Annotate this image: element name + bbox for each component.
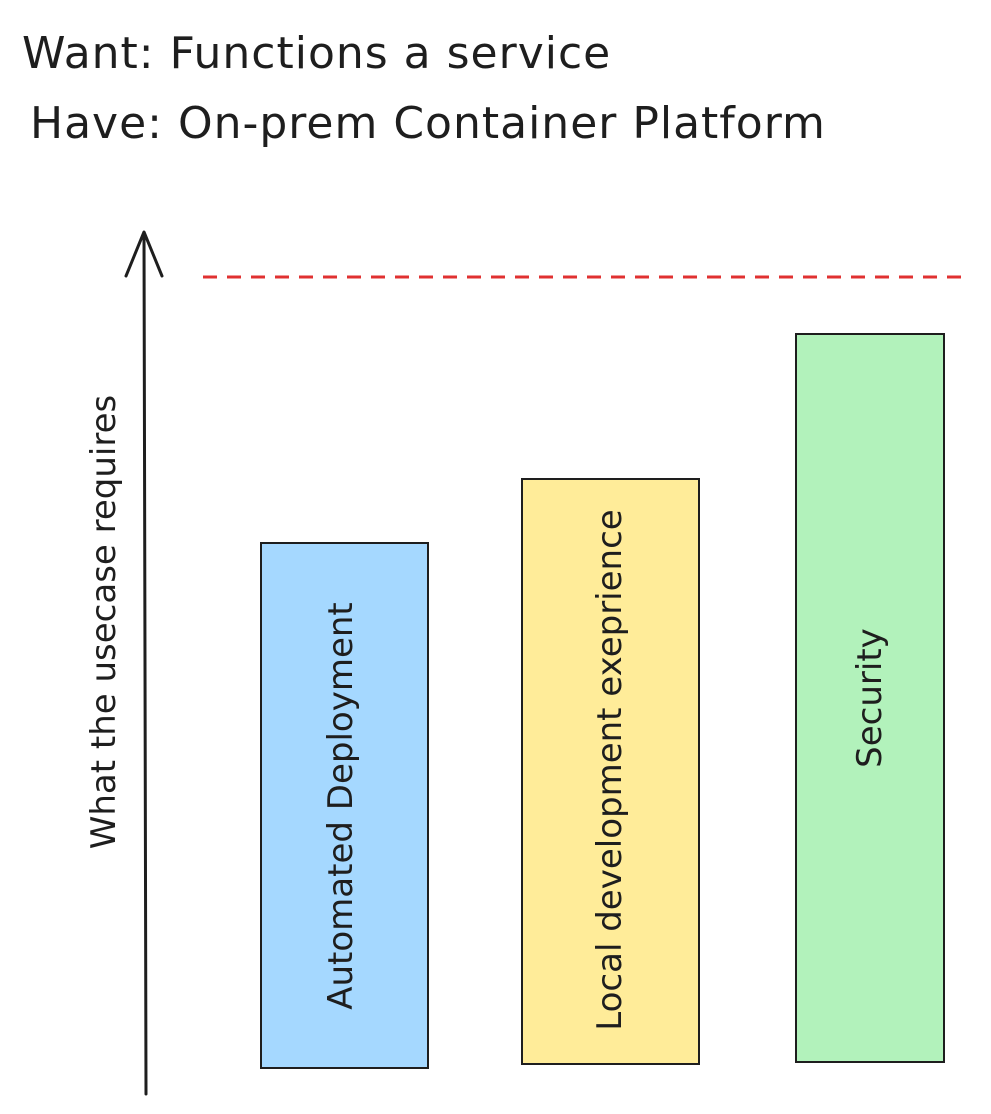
bar-label-local-development: Local development exeprience — [590, 509, 630, 1031]
y-axis-arrowhead — [124, 230, 164, 278]
y-axis-line — [142, 232, 148, 1096]
bar-automated-deployment — [260, 542, 429, 1069]
bar-label-security: Security — [850, 628, 890, 768]
want-line: Want: Functions a service — [22, 28, 612, 79]
y-axis-label: What the usecase requires — [84, 394, 124, 850]
have-line: Have: On-prem Container Platform — [30, 98, 826, 149]
bar-label-automated-deployment: Automated Deployment — [321, 602, 361, 1010]
bar-security — [795, 333, 945, 1063]
bar-local-development — [521, 478, 700, 1065]
